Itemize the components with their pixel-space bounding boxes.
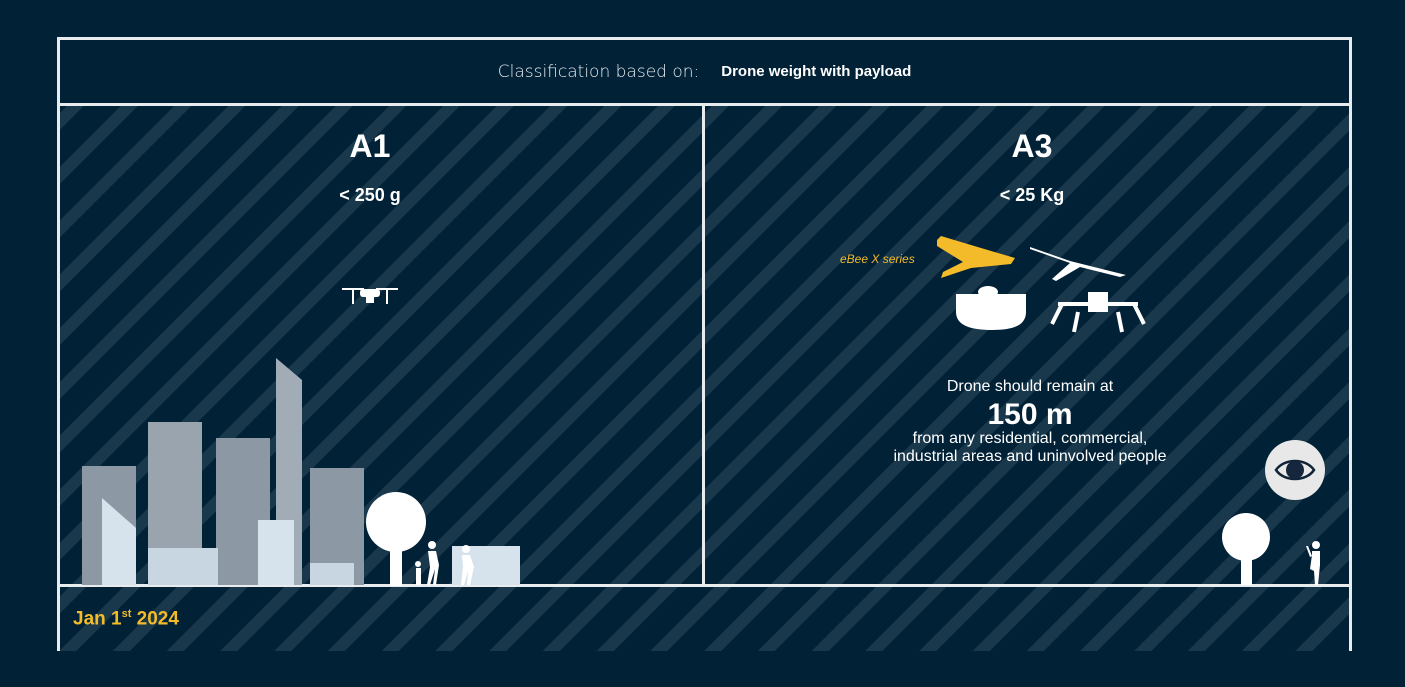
- distance-detail-1: from any residential, commercial,: [912, 430, 1148, 447]
- drone-icon: [342, 288, 398, 304]
- category-a1: A1 < 250 g: [220, 128, 520, 206]
- fixed-wing-drone-icon: [1030, 247, 1126, 281]
- distance-info: Drone should remain at 150 m from any re…: [880, 378, 1180, 466]
- distance-value: 150 m: [987, 398, 1073, 431]
- tree-icon: [366, 492, 426, 586]
- tree-icon: [1222, 513, 1270, 585]
- category-a3: A3 < 25 Kg: [882, 128, 1182, 206]
- classification-label: Classification based on:: [497, 61, 700, 82]
- effective-date: Jan 1st 2024: [73, 608, 179, 630]
- person-icon: [461, 545, 474, 585]
- fixed-wing-drone-icon: [937, 236, 1015, 278]
- eye-icon: [1274, 459, 1316, 481]
- person-icon: [415, 541, 439, 585]
- ebee-label: eBee X series: [840, 252, 915, 266]
- classification-panel: Classification based on: Drone weight wi…: [57, 37, 1352, 651]
- date-year: 2024: [136, 608, 179, 630]
- classification-header: Classification based on: Drone weight wi…: [60, 40, 1349, 106]
- date-day: Jan 1: [73, 608, 122, 630]
- city-icon: [82, 358, 520, 585]
- distance-detail-2: industrial areas and uninvolved people: [893, 448, 1167, 465]
- category-title: A1: [349, 128, 391, 164]
- drone-icon: [956, 286, 1026, 330]
- category-limit: < 250 g: [339, 185, 401, 205]
- classification-value: Drone weight with payload: [721, 63, 912, 80]
- category-title: A3: [1011, 128, 1053, 164]
- person-icon: [1306, 541, 1320, 585]
- date-suffix: st: [121, 608, 132, 620]
- category-limit: < 25 Kg: [999, 185, 1065, 205]
- ground-line: [60, 584, 1349, 587]
- distance-intro: Drone should remain at: [946, 378, 1114, 395]
- column-divider: [702, 106, 705, 587]
- drone-icon: [1050, 292, 1146, 333]
- eye-button[interactable]: [1265, 440, 1325, 500]
